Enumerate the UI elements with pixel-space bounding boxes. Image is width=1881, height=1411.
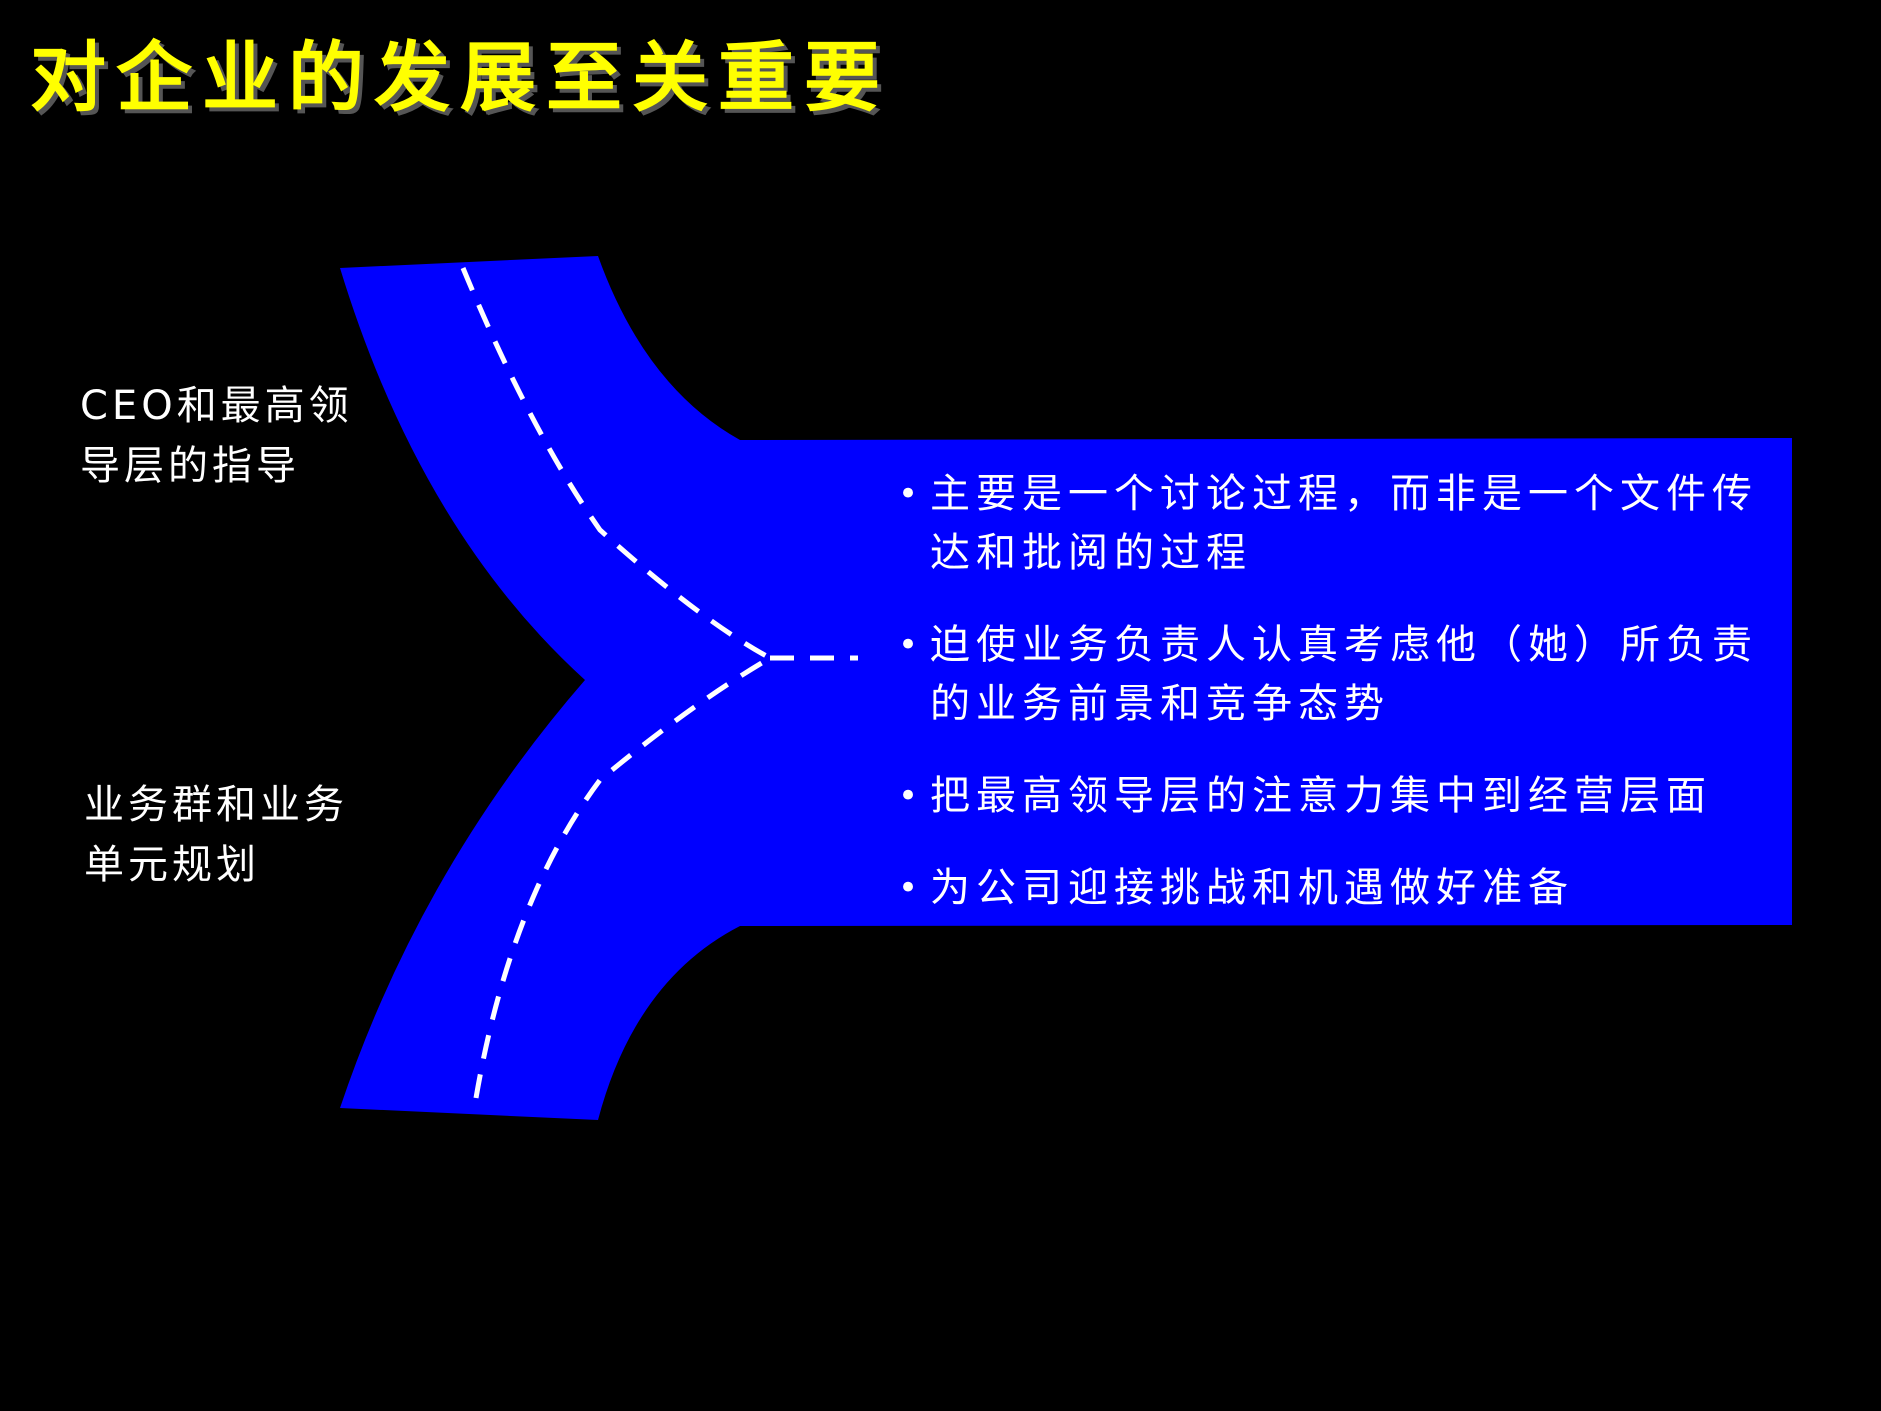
bullet-text-line: 主要是一个讨论过程，而非是一个文件传 [930, 471, 1758, 517]
bullet-text-line: 把最高领导层的注意力集中到经营层面 [930, 773, 1712, 819]
bullet-dot-icon: • [898, 868, 925, 908]
dashed-path-upper [460, 267, 772, 661]
bullet-dot-icon: • [898, 776, 925, 816]
bullet-dot-icon: • [898, 474, 925, 514]
dashed-path-lower [473, 655, 772, 1099]
bullet-item: • 把最高领导层的注意力集中到经营层面 [898, 767, 1788, 826]
bullet-text-line: 迫使业务负责人认真考虑他（她）所负责 [930, 622, 1758, 668]
label-business-planning: 业务群和业务 单元规划 [84, 775, 348, 895]
bullet-item: • 迫使业务负责人认真考虑他（她）所负责 的业务前景和竞争态势 [898, 616, 1788, 734]
label-business-planning-line-2: 单元规划 [84, 842, 260, 888]
bullet-text-line: 的业务前景和竞争态势 [930, 681, 1390, 727]
bullet-text-line: 达和批阅的过程 [930, 530, 1252, 576]
bullet-dot-icon: • [898, 625, 925, 665]
label-ceo-guidance-line-1: CEO和最高领 [80, 383, 353, 429]
label-ceo-guidance: CEO和最高领 导层的指导 [80, 376, 353, 496]
bullet-item: • 为公司迎接挑战和机遇做好准备 [898, 859, 1788, 918]
label-business-planning-line-1: 业务群和业务 [84, 782, 348, 828]
bullet-text-line: 为公司迎接挑战和机遇做好准备 [930, 865, 1574, 911]
converging-arrow-shape [340, 256, 1792, 1120]
bullet-list: • 主要是一个讨论过程，而非是一个文件传 达和批阅的过程 • 迫使业务负责人认真… [898, 465, 1788, 918]
page-title: 对企业的发展至关重要 [30, 33, 890, 122]
bullet-item: • 主要是一个讨论过程，而非是一个文件传 达和批阅的过程 [898, 465, 1788, 583]
label-ceo-guidance-line-2: 导层的指导 [80, 443, 300, 489]
